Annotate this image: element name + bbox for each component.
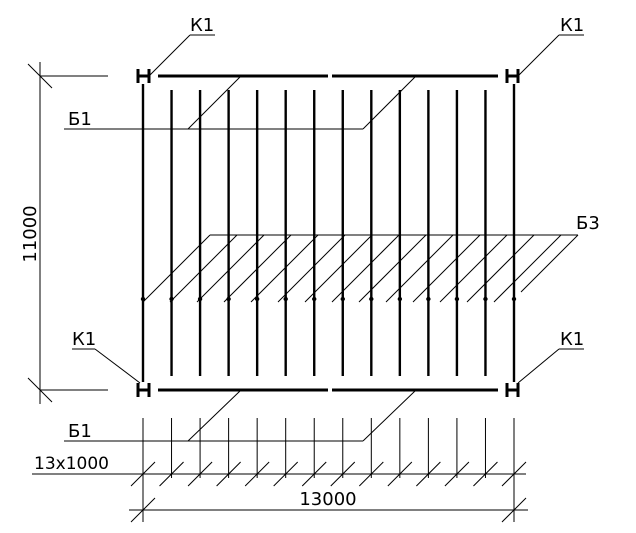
dimension-width: [129, 478, 528, 523]
spacing-dimension-ticks: [130, 418, 527, 487]
joist-midpoint-dot: [454, 296, 460, 302]
dimension-height: [27, 62, 108, 404]
label-k1-bottom-right: К1: [560, 329, 584, 350]
joist-midpoint-dot: [283, 296, 288, 302]
joist-midpoint-dot: [169, 296, 174, 302]
column-top-left: [136, 69, 151, 83]
label-spacing-dimension: 13x1000: [34, 454, 109, 474]
joist-midpoint-dot: [312, 296, 317, 302]
label-width-dimension: 13000: [299, 489, 356, 510]
column-bottom-left: [136, 383, 151, 397]
leader-b1-top: [64, 76, 416, 130]
label-height-dimension: 11000: [20, 205, 41, 262]
joist-midpoint-dot: [426, 296, 431, 302]
joist-midpoint-dot: [254, 296, 260, 302]
joist-midpoint-dot: [483, 296, 488, 302]
leader-k1-top-right: [517, 34, 584, 77]
leader-k1-bottom-right: [517, 348, 584, 384]
joist-midpoint-dot: [397, 296, 403, 302]
leader-b1-bottom: [64, 390, 416, 442]
label-k1-top-left: К1: [190, 15, 214, 36]
hatch-section-b3: [142, 234, 579, 303]
leader-k1-top-left: [148, 34, 215, 77]
joist-midpoints: [140, 296, 517, 302]
label-b1-top: Б1: [68, 109, 92, 130]
joist-midpoint-dot: [340, 296, 345, 302]
joist-midpoint-dot: [369, 296, 374, 302]
label-b3: Б3: [576, 213, 600, 234]
label-k1-top-right: К1: [560, 15, 584, 36]
label-k1-bottom-left: К1: [72, 329, 96, 350]
joists: [141, 84, 516, 382]
column-bottom-right: [505, 383, 520, 397]
column-top-right: [505, 69, 520, 83]
joist-midpoint-dot: [511, 296, 517, 302]
label-b1-bottom: Б1: [68, 421, 92, 442]
leader-k1-bottom-left: [72, 348, 141, 384]
joist-midpoint-dot: [140, 296, 146, 302]
